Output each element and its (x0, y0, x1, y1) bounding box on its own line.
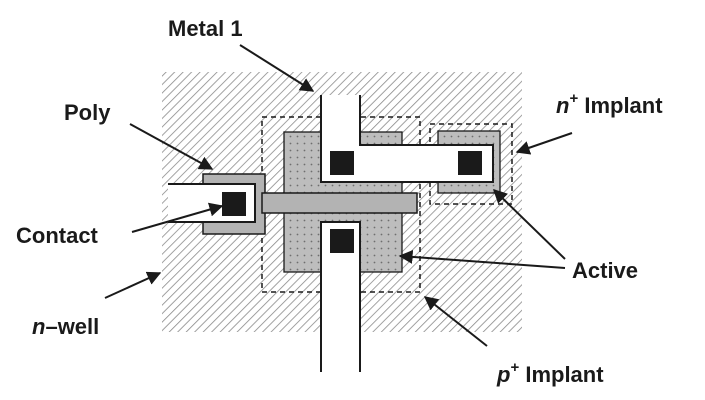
active-label: Active (572, 258, 638, 283)
p-implant-label-sup: + (510, 359, 519, 376)
poly-label: Poly (64, 100, 111, 125)
p-implant-label-p: p (496, 362, 510, 387)
metal1-top (320, 95, 494, 183)
contact-body (458, 151, 482, 175)
n-implant-arrow (515, 132, 573, 155)
contact-source (330, 151, 354, 175)
n-implant-label-rest: Implant (578, 93, 663, 118)
active-arrow-p (398, 249, 566, 269)
n-well-label: n–well (32, 314, 99, 339)
metal1-arrow (239, 44, 315, 92)
metal1-label: Metal 1 (168, 16, 243, 41)
p-implant-label: p+ Implant (496, 359, 604, 387)
n-well-label-n: n (32, 314, 45, 339)
n-well-arrow (104, 271, 162, 299)
contact-poly (222, 192, 246, 216)
n-implant-label-sup: + (569, 90, 578, 107)
poly-arrow (129, 123, 214, 170)
contact-drain (330, 229, 354, 253)
contact-arrow (131, 202, 224, 233)
poly-gate (261, 192, 418, 214)
n-well-label-rest: –well (45, 314, 99, 339)
n-implant-label-n: n (556, 93, 569, 118)
p-implant-label-rest: Implant (519, 362, 604, 387)
metal1-bottom (320, 221, 361, 372)
p-implant-arrow (423, 296, 488, 347)
active-arrow-n (492, 189, 566, 260)
contact-label: Contact (16, 223, 99, 248)
n-implant-label: n+ Implant (556, 90, 663, 118)
